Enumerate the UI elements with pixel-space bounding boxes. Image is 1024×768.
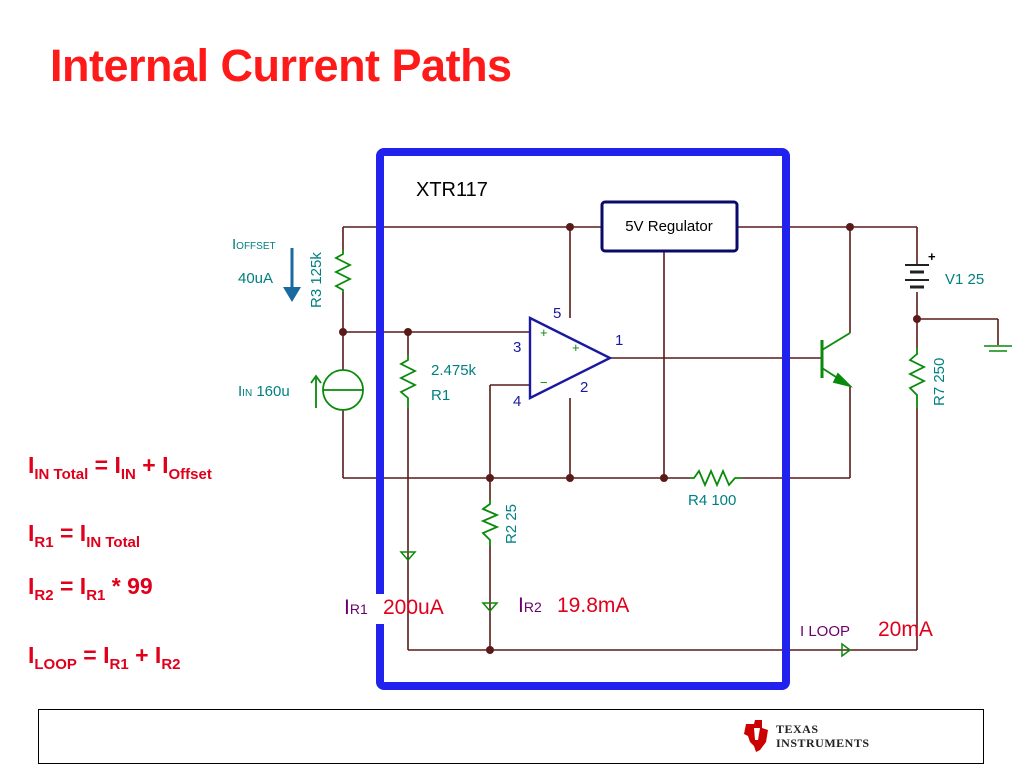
pin-4: 4 [513, 393, 521, 410]
v1-plus-label: + [928, 249, 936, 264]
ir2-value: 19.8mA [557, 594, 629, 617]
iloop-arrow-icon [841, 642, 852, 658]
pin-2: 2 [580, 379, 588, 396]
wires [342, 226, 999, 651]
equation-ir2: IR2 = IR1 * 99 [28, 573, 153, 604]
ti-logo-line1: TEXAS [776, 722, 819, 736]
opamp-minus-label: − [540, 375, 548, 390]
opamp-icon [528, 316, 613, 400]
opamp-plus-label-2: + [572, 340, 580, 355]
ir2-arrow-icon [481, 602, 499, 613]
r2-resistor-icon [480, 500, 500, 546]
opamp-plus-label: + [540, 325, 548, 340]
r3-resistor-icon [333, 250, 353, 292]
ioffset-label: IOFFSET [232, 236, 276, 253]
ir1-arrow-icon [399, 551, 417, 562]
r1-value-label: 2.475k [431, 362, 477, 379]
r7-resistor-icon [907, 348, 927, 408]
r1-name-label: R1 [431, 387, 450, 404]
pin-1: 1 [615, 332, 623, 349]
pin-3: 3 [513, 339, 521, 356]
current-arrows [399, 551, 852, 658]
iin-source-icon [310, 369, 364, 411]
equation-iloop: ILOOP = IR1 + IR2 [28, 642, 181, 673]
equation-iin-total: IIN Total = IIN + IOffset [28, 452, 212, 483]
ti-logo-icon [744, 720, 768, 752]
chip-border [376, 148, 790, 690]
texas-instruments-logo: TEXAS INSTRUMENTS [742, 716, 882, 758]
iloop-label: I LOOP [800, 623, 850, 640]
battery-icon [905, 264, 929, 289]
regulator-box [600, 200, 739, 253]
r3-label: R3 125k [308, 252, 325, 308]
ioffset-arrow-icon [283, 248, 301, 302]
ir1-label: IR1 [344, 596, 368, 619]
r7-label: R7 250 [931, 358, 948, 406]
resistor-zigzags [333, 250, 927, 546]
chip-name: XTR117 [416, 179, 488, 201]
regulator-label: 5V Regulator [625, 218, 713, 235]
footer-bar [38, 709, 984, 764]
ioffset-value: 40uA [238, 270, 273, 287]
r4-resistor-icon [690, 468, 742, 488]
ir2-label: IR2 [518, 594, 542, 617]
junction-dots [339, 223, 921, 654]
ti-logo-line2: INSTRUMENTS [776, 736, 870, 750]
transistor-icon [820, 332, 853, 388]
r1-resistor-icon [398, 355, 418, 408]
r4-label: R4 100 [688, 492, 736, 509]
ground-icon [984, 345, 1012, 352]
slide-title: Internal Current Paths [50, 40, 512, 91]
pin-5: 5 [553, 305, 561, 322]
r2-label: R2 25 [503, 504, 520, 544]
iin-label: IIN 160u [238, 383, 290, 400]
ir1-value: 200uA [383, 596, 444, 619]
iloop-value: 20mA [878, 618, 933, 641]
equation-ir1: IR1 = IIN Total [28, 520, 141, 551]
v1-label: V1 25 [945, 271, 984, 288]
